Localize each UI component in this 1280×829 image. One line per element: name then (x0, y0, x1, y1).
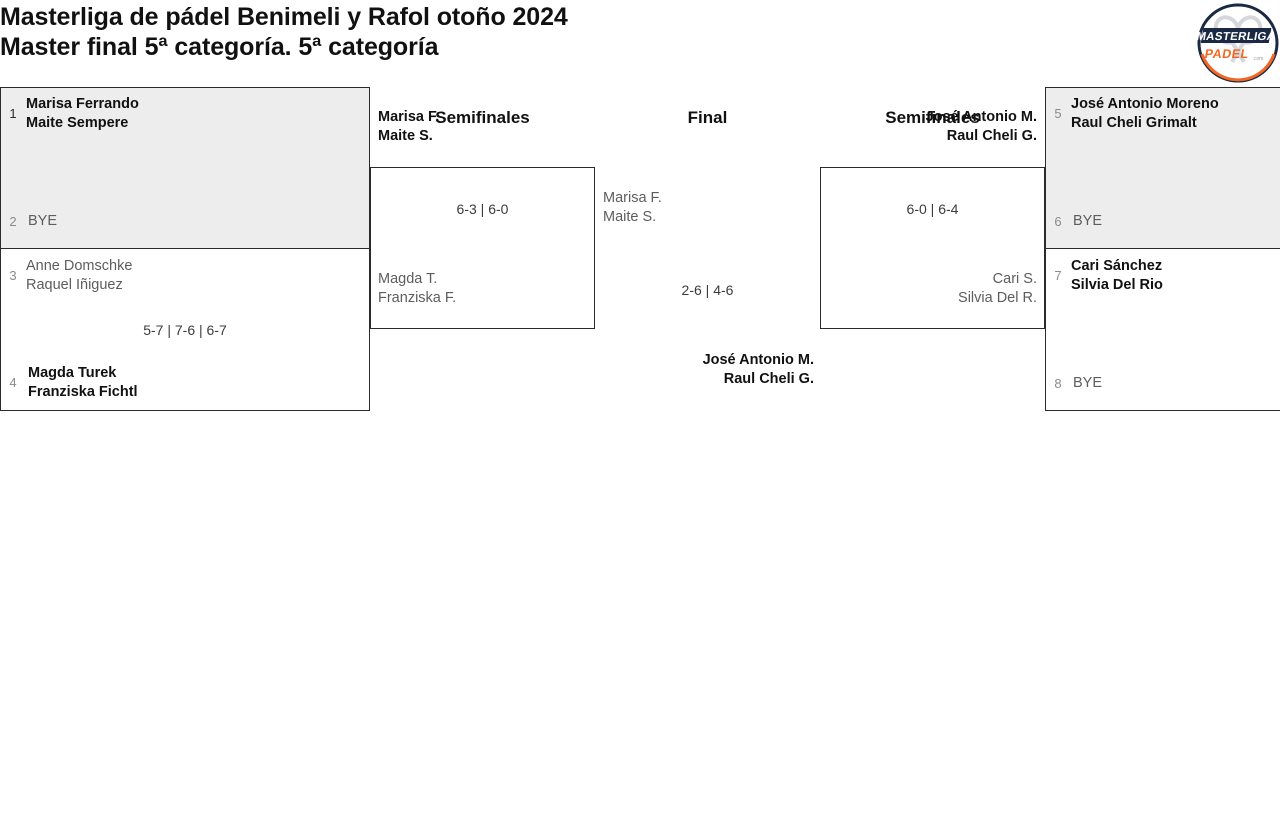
masterliga-padel-logo: MASTERLIGA PADEL .com (1195, 2, 1280, 84)
seed-number-1: 1 (9, 106, 17, 121)
seed-number-4: 4 (9, 375, 17, 390)
team-final-top: Marisa F. Maite S. (603, 190, 662, 225)
seed-number-3: 3 (9, 268, 17, 283)
page-title: Masterliga de pádel Benimeli y Rafol oto… (0, 3, 568, 61)
svg-text:.com: .com (1253, 56, 1264, 62)
round-title-semifinals-left: Semifinales (435, 108, 530, 127)
match-box-qf4[interactable] (1045, 248, 1280, 411)
team-sf-right-bottom: Cari S. Silvia Del R. (958, 271, 1037, 306)
seed-number-6: 6 (1054, 214, 1062, 229)
team-qf3-bottom: BYE (1073, 213, 1103, 229)
team-qf4-bottom: BYE (1073, 375, 1103, 391)
match-box-qf2[interactable] (0, 248, 370, 411)
logo-svg: MASTERLIGA PADEL .com (1195, 2, 1280, 84)
score-final: 2-6 | 4-6 (681, 282, 734, 298)
match-box-sf-left[interactable] (370, 167, 595, 329)
seed-number-5: 5 (1054, 106, 1062, 121)
match-box-sf-right[interactable] (820, 167, 1045, 329)
svg-text:MASTERLIGA: MASTERLIGA (1196, 31, 1277, 43)
svg-text:PADEL: PADEL (1204, 47, 1250, 61)
seed-number-7: 7 (1054, 268, 1062, 283)
round-title-semifinals-right: Semifinales (885, 108, 980, 127)
score-qf2: 5-7 | 7-6 | 6-7 (143, 322, 227, 338)
score-sf-left: 6-3 | 6-0 (456, 201, 509, 217)
page-header: Masterliga de pádel Benimeli y Rafol oto… (0, 0, 1280, 86)
team-qf3-top: José Antonio Moreno Raul Cheli Grimalt (1071, 96, 1219, 131)
team-sf-left-bottom: Magda T. Franziska F. (378, 271, 457, 306)
team-qf1-top: Marisa Ferrando Maite Sempere (26, 96, 139, 131)
seed-number-2: 2 (9, 214, 17, 229)
score-sf-right: 6-0 | 6-4 (906, 201, 959, 217)
team-sf-left-top: Marisa F. Maite S. (378, 109, 440, 144)
team-qf2-bottom: Magda Turek Franziska Fichtl (28, 365, 138, 400)
team-qf1-bottom: BYE (28, 213, 58, 229)
team-sf-right-top: José Antonio M. Raul Cheli G. (925, 109, 1037, 144)
round-title-final: Final (687, 108, 728, 127)
team-final-bottom-champion: José Antonio M. Raul Cheli G. (702, 352, 814, 387)
tournament-bracket: 1 Marisa Ferrando Maite Sempere 2 BYE 3 … (0, 86, 1280, 829)
seed-number-8: 8 (1054, 376, 1062, 391)
team-qf4-top: Cari Sánchez Silvia Del Rio (1071, 258, 1163, 293)
team-qf2-top: Anne Domschke Raquel Iñiguez (26, 258, 133, 293)
match-box-qf3[interactable] (1045, 87, 1280, 249)
